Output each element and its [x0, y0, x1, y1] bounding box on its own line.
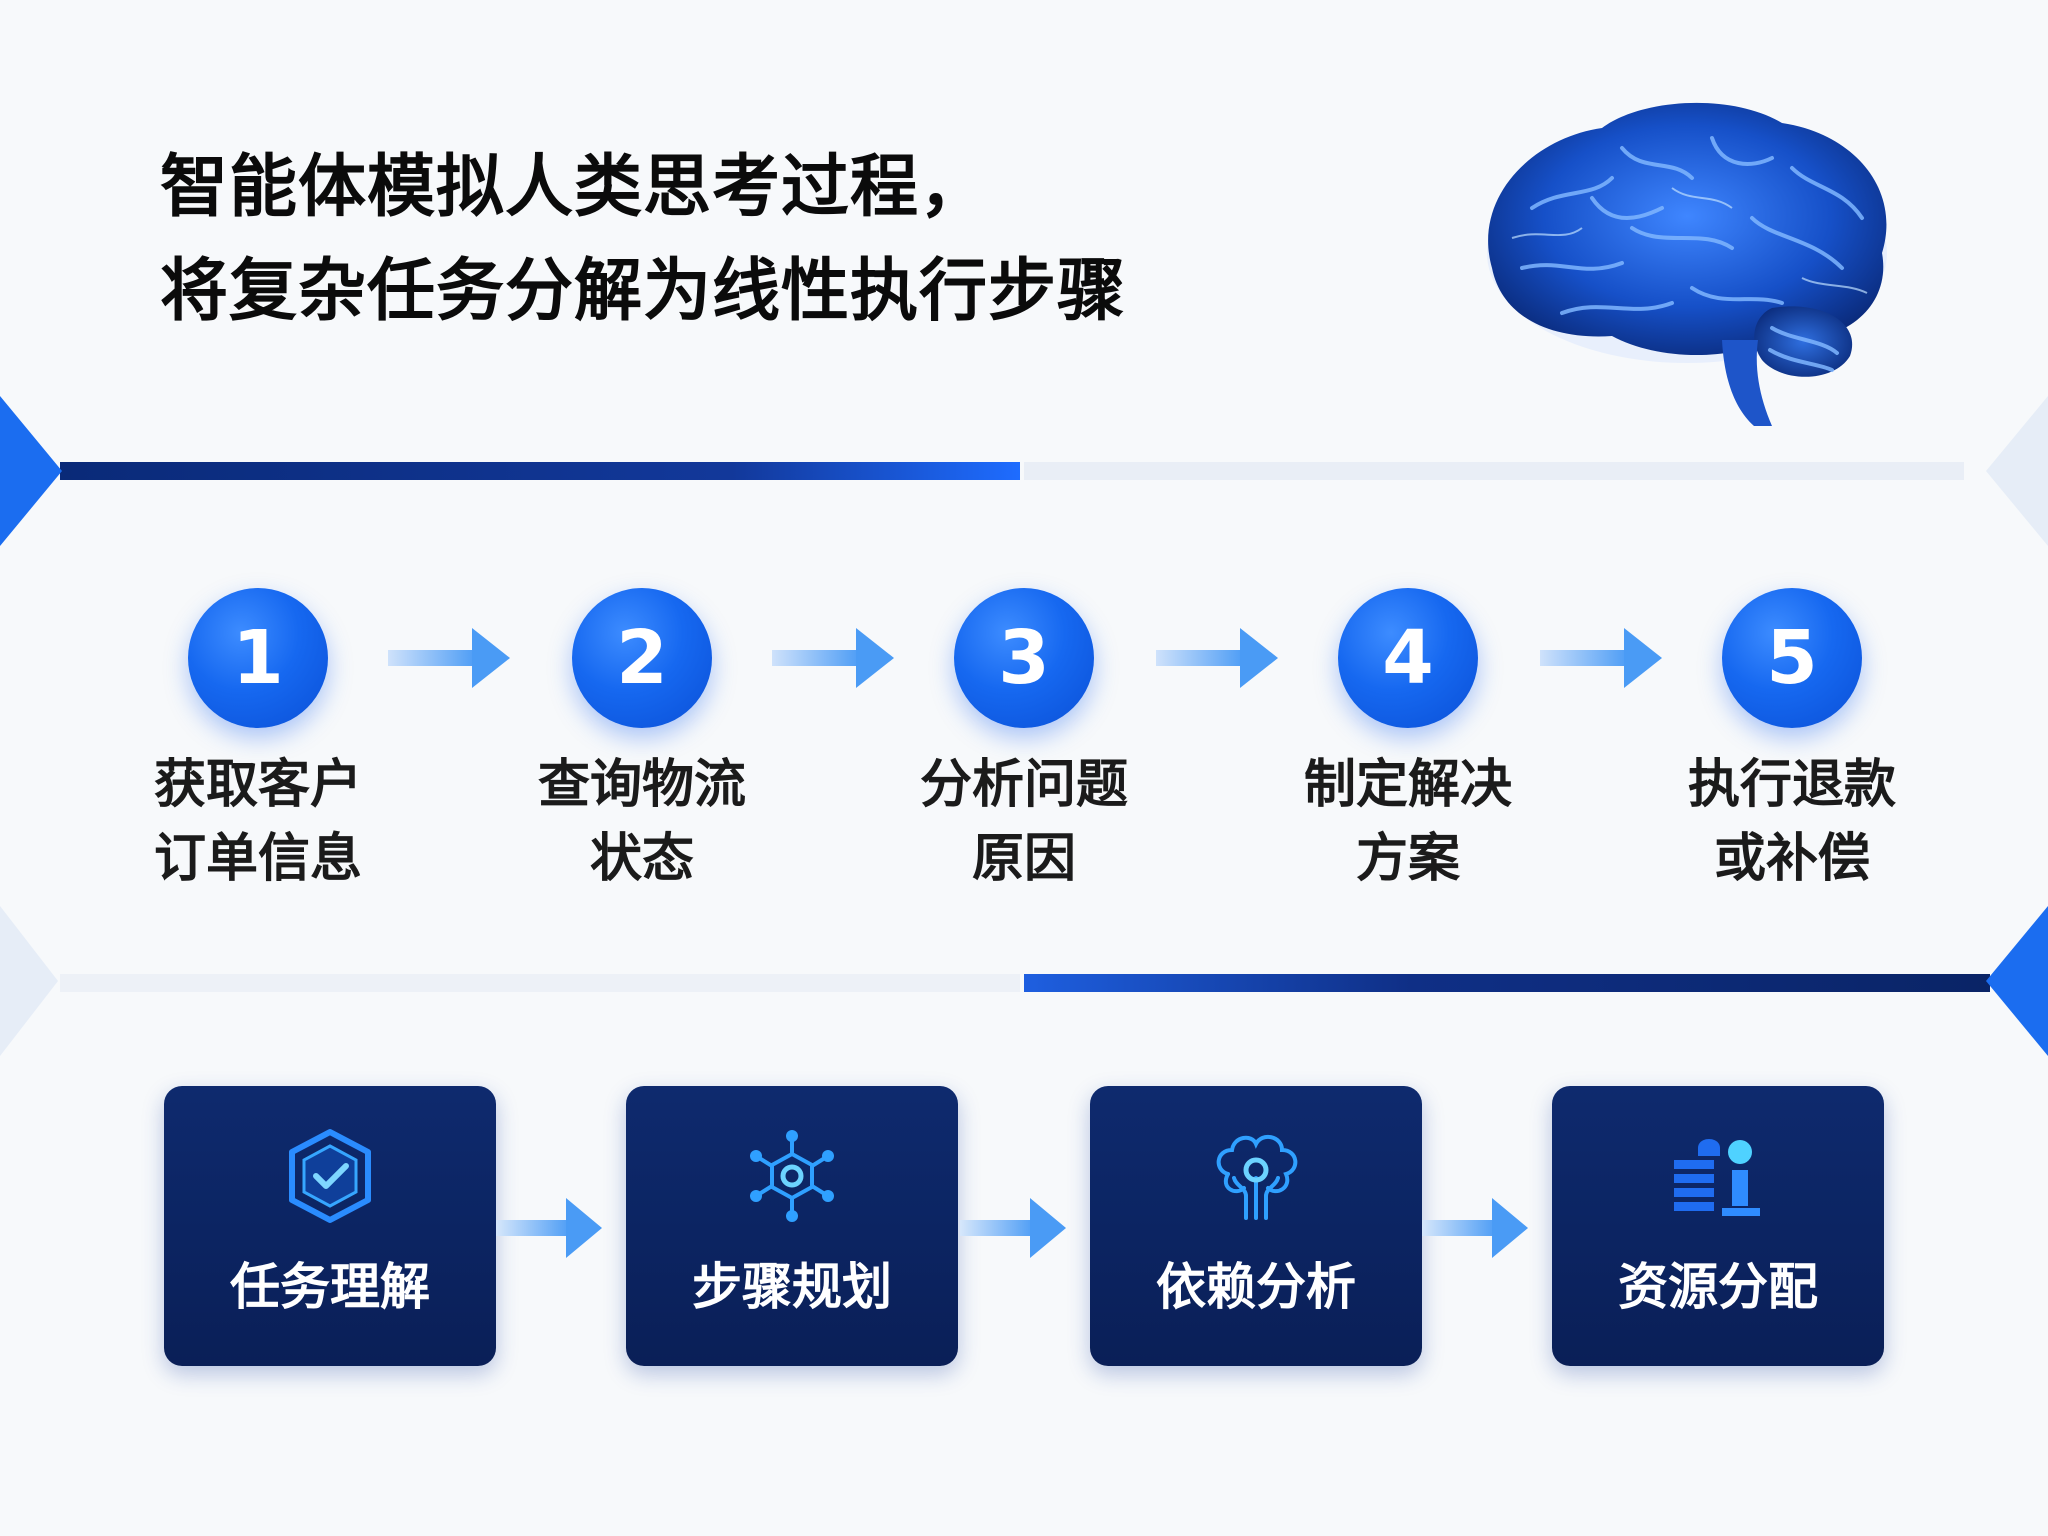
card-label: 步骤规划	[692, 1258, 892, 1316]
step-label-line-1: 获取客户	[153, 755, 362, 815]
arrow-right-icon	[1540, 628, 1662, 688]
card-dependency-analysis: 依赖分析	[1090, 1086, 1422, 1366]
arrow-right-icon	[388, 628, 510, 688]
arrow-right-icon	[960, 1198, 1066, 1258]
shield-check-icon	[289, 1129, 371, 1223]
step-number-badge: 2	[572, 588, 712, 728]
step-number-badge: 4	[1338, 588, 1478, 728]
step-label-line-2: 方案	[1355, 829, 1460, 889]
page-title: 智能体模拟人类思考过程， 将复杂任务分解为线性执行步骤	[160, 136, 1126, 344]
tree-brain-icon	[1216, 1134, 1298, 1220]
resource-stack-icon	[1674, 1139, 1760, 1216]
step-label-line-1: 执行退款	[1687, 755, 1896, 815]
card-label: 依赖分析	[1156, 1258, 1356, 1316]
arrow-right-icon	[1156, 628, 1278, 688]
step-label: 执行退款 或补偿	[1672, 748, 1912, 896]
brain-icon	[1487, 102, 1887, 426]
card-resource-allocation: 资源分配	[1552, 1086, 1884, 1366]
arrow-right-icon	[496, 1198, 602, 1258]
step-label: 分析问题 原因	[904, 748, 1144, 896]
edge-triangle-right-top	[1986, 396, 2048, 546]
card-step-planning: 步骤规划	[626, 1086, 958, 1366]
title-line-2: 将复杂任务分解为线性执行步骤	[160, 252, 1127, 331]
step-label-line-1: 查询物流	[537, 755, 746, 815]
step-label-line-2: 订单信息	[153, 829, 362, 889]
divider-band-bottom-light	[60, 974, 1020, 992]
step-number-badge: 1	[188, 588, 328, 728]
divider-band-top	[60, 462, 1020, 480]
card-label: 任务理解	[230, 1258, 430, 1316]
network-hexagon-icon	[750, 1130, 834, 1222]
edge-triangle-left	[0, 396, 62, 546]
step-label-line-2: 状态	[589, 829, 694, 889]
title-line-1: 智能体模拟人类思考过程，	[160, 148, 989, 227]
arrow-right-icon	[1422, 1198, 1528, 1258]
step-label: 查询物流 状态	[522, 748, 762, 896]
step-label: 获取客户 订单信息	[138, 748, 378, 896]
card-label: 资源分配	[1618, 1258, 1818, 1316]
edge-triangle-left-bottom	[0, 906, 58, 1056]
step-label-line-1: 制定解决	[1303, 755, 1512, 815]
step-label-line-1: 分析问题	[919, 755, 1128, 815]
divider-band-top-light	[1024, 462, 1964, 480]
divider-band-bottom	[1024, 974, 1990, 992]
step-label-line-2: 或补偿	[1713, 829, 1870, 889]
step-label-line-2: 原因	[971, 829, 1076, 889]
step-number-badge: 5	[1722, 588, 1862, 728]
edge-triangle-right	[1986, 906, 2048, 1056]
card-task-understanding: 任务理解	[164, 1086, 496, 1366]
step-label: 制定解决 方案	[1288, 748, 1528, 896]
arrow-right-icon	[772, 628, 894, 688]
step-number-badge: 3	[954, 588, 1094, 728]
